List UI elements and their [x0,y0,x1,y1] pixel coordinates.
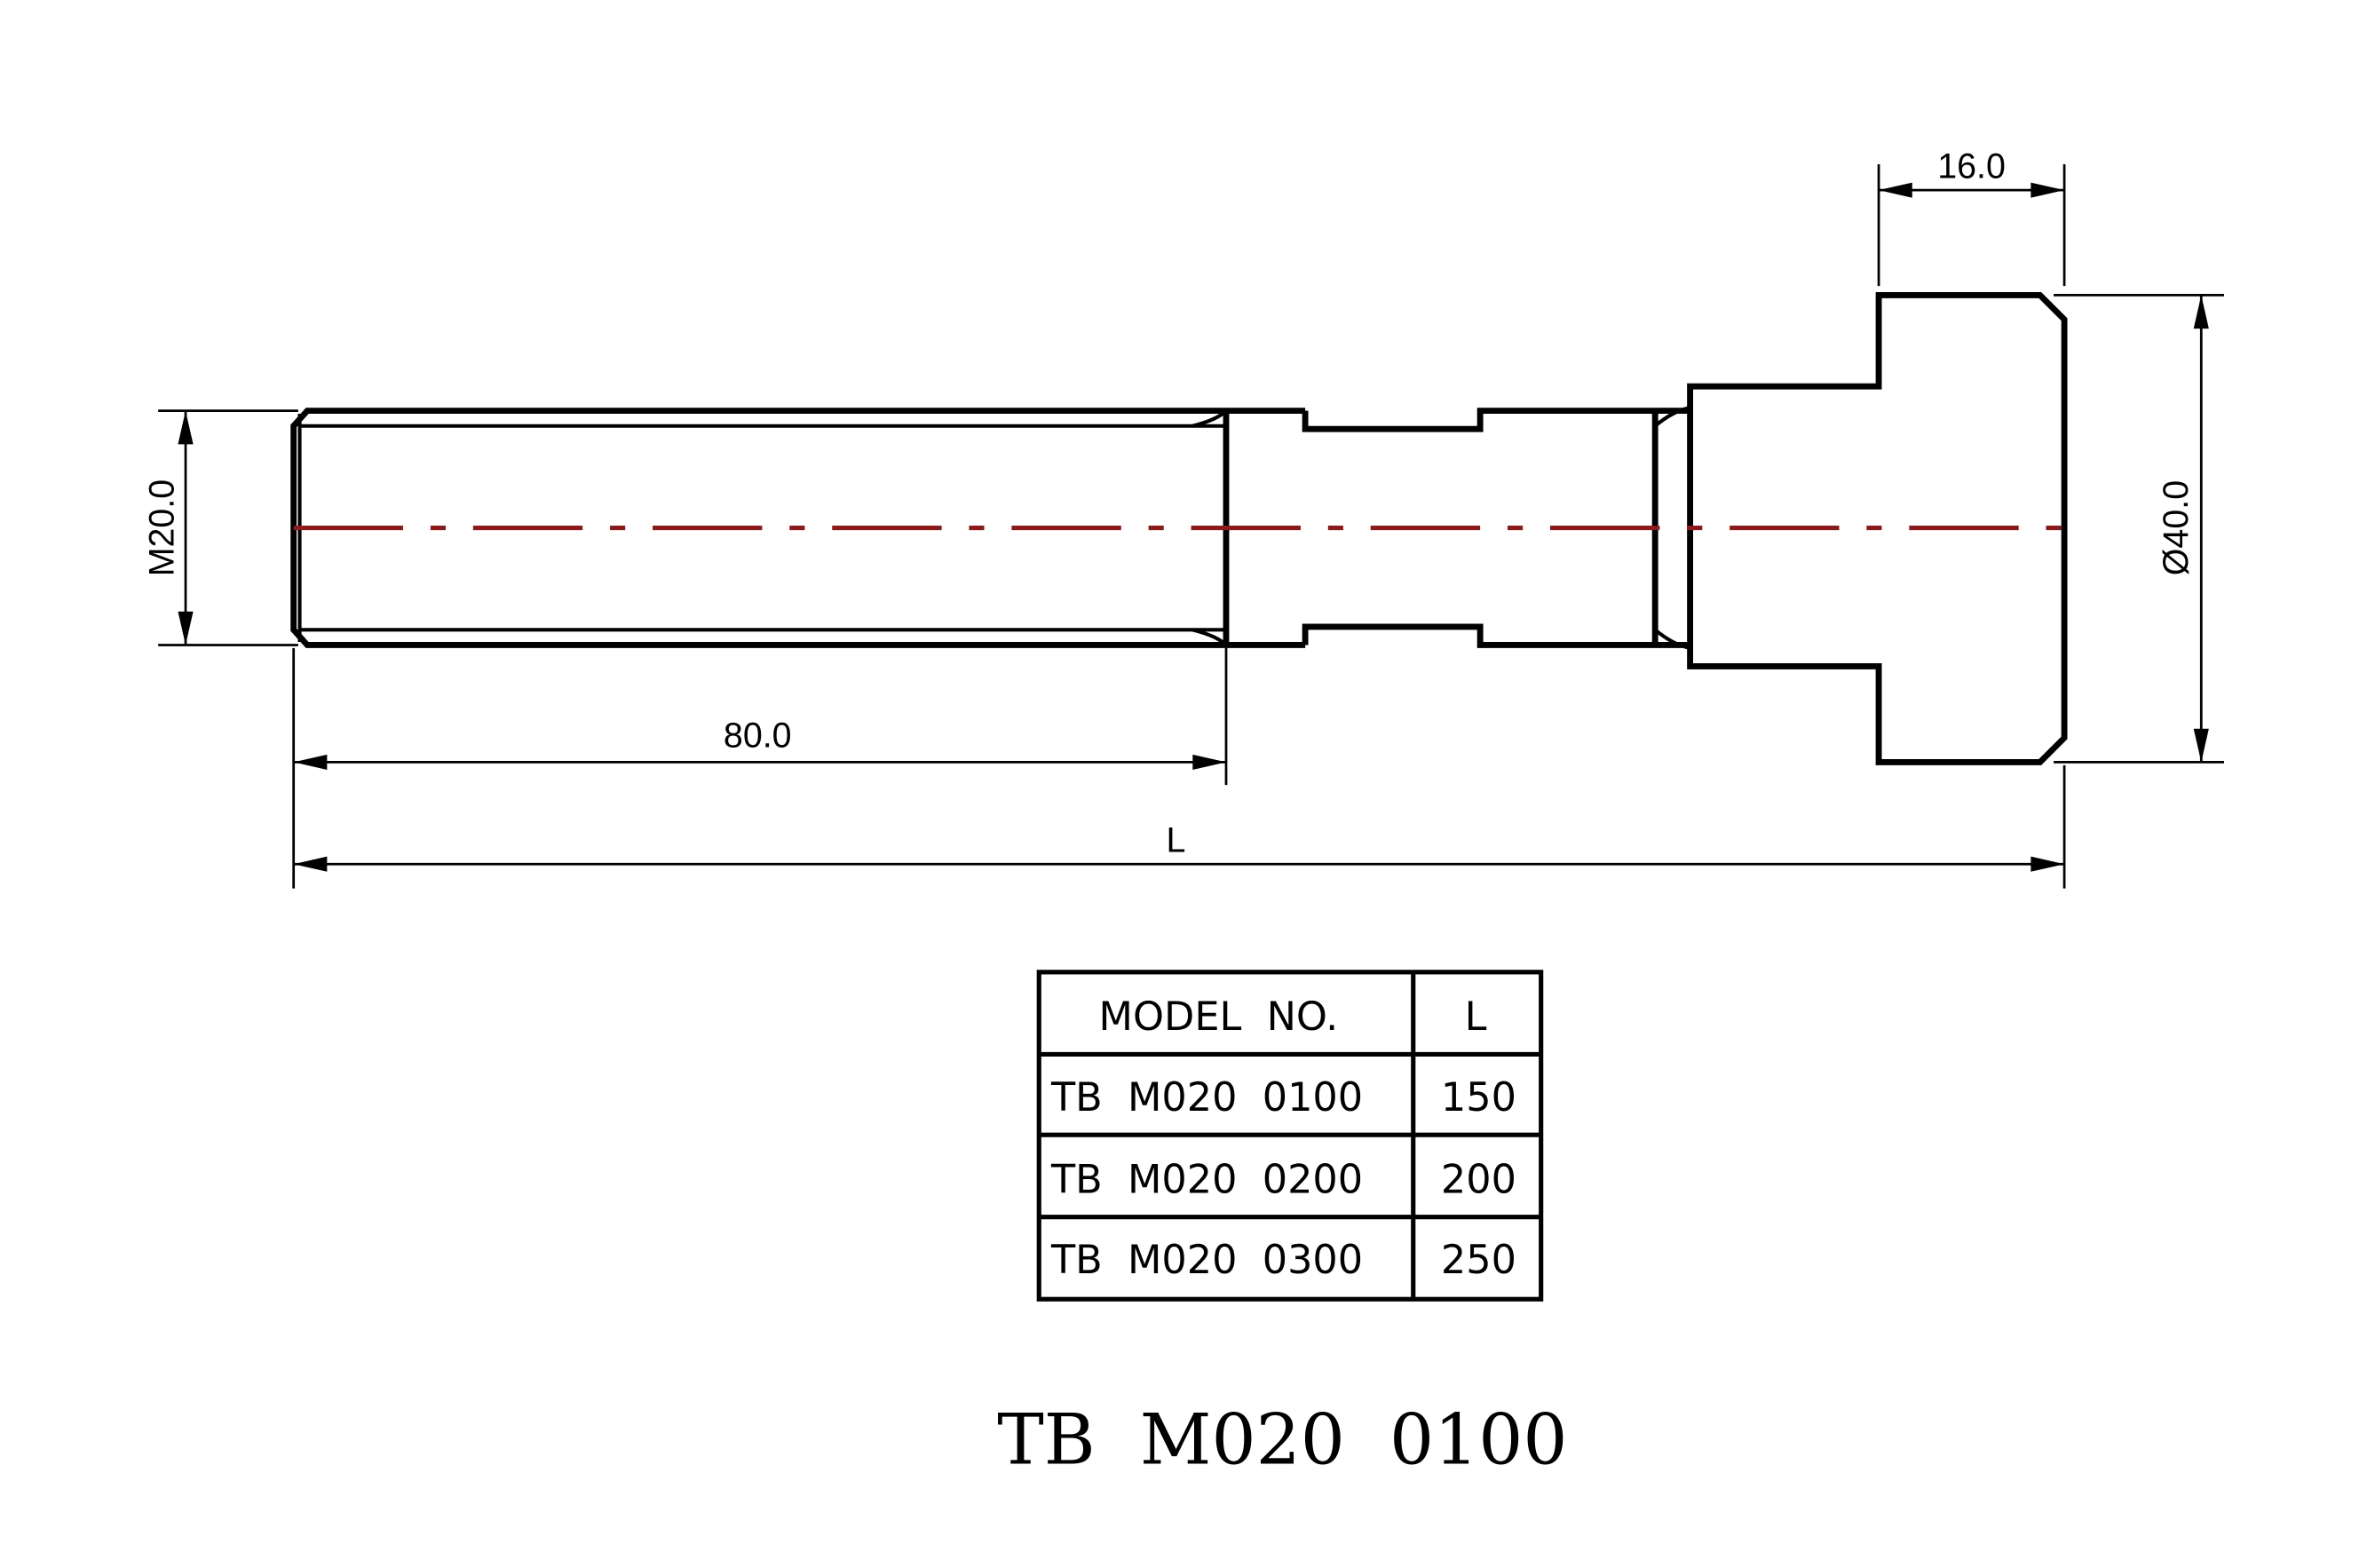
table-header-model: MODEL NO. [1099,994,1339,1040]
table-row-1-length: 150 [1441,1074,1516,1121]
dim-thread-length-label: 80.0 [724,716,792,755]
dim-top-width-label: 16.0 [1937,147,2006,186]
dim-top-width: 16.0 [1877,147,2066,287]
table-row-3-length: 250 [1441,1237,1516,1283]
head-outline [1687,291,2068,765]
thread-runout-bottom [1191,628,1228,647]
drawing-title: TB M020 0100 [997,1398,1567,1480]
thread-outline [290,408,1306,648]
dim-overall-length: L [293,764,2066,889]
table-row-2-length: 200 [1441,1156,1516,1202]
model-table: MODEL NO. L TB M020 0100 150 TB M020 020… [1036,970,1544,1302]
table-row-3-model: TB M020 0300 [1050,1237,1363,1283]
dim-thread-length: 80.0 [292,647,1228,889]
dim-overall-length-label: L [1166,821,1185,860]
dim-thread: M20.0 [142,409,298,646]
dim-head-diameter-label: Ø40.0 [2157,480,2196,575]
table-header-length: L [1465,994,1487,1040]
dim-head-diameter: Ø40.0 [2054,294,2224,764]
table-row-1-model: TB M020 0100 [1050,1074,1363,1121]
neck-groove [1302,408,1690,648]
table-row-2-model: TB M020 0200 [1050,1156,1363,1202]
dim-thread-label: M20.0 [142,479,181,576]
thread-runout-top [1191,409,1228,428]
